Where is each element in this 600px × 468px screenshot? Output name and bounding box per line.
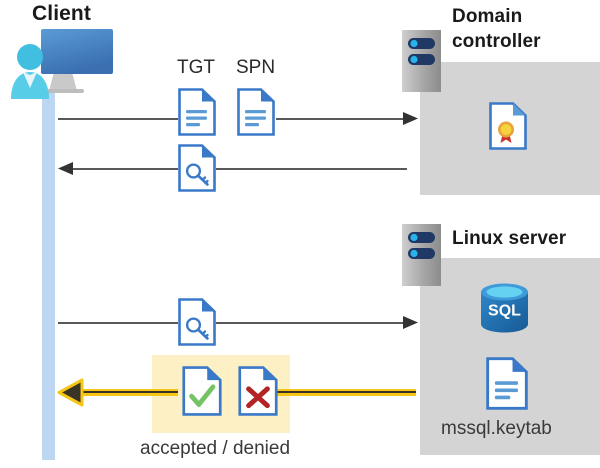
document-check-icon-accepted — [182, 366, 222, 416]
document-key-icon-service-ticket — [178, 298, 216, 346]
document-icon-tgt — [178, 88, 216, 136]
page-title-client: Client — [32, 2, 91, 25]
document-key-icon-ticket — [178, 144, 216, 192]
flow-4-line-right — [276, 389, 416, 396]
label-mssql-keytab: mssql.keytab — [441, 418, 552, 439]
flow-2-line-right — [216, 168, 407, 170]
client-lifeline — [42, 90, 55, 460]
flow-3-line-right — [216, 322, 407, 324]
server-rack-icon-domain-controller — [402, 30, 441, 92]
flow-3-line-left — [58, 322, 178, 324]
page-title-domain-controller: Domain controller — [452, 4, 541, 54]
label-tgt: TGT — [177, 57, 215, 78]
flow-1-line-right — [276, 118, 407, 120]
domain-controller-title-line1: Domain — [452, 6, 523, 27]
document-icon-keytab — [486, 357, 528, 410]
flow-2-line-left — [70, 168, 178, 170]
caption-accepted-denied: accepted / denied — [140, 438, 291, 459]
user-workstation-icon — [4, 27, 116, 99]
label-spn: SPN — [236, 57, 276, 78]
flow-1-line-left — [58, 118, 178, 120]
document-icon-spn — [237, 88, 275, 136]
flow-4-line-left — [74, 389, 178, 396]
flow-3-arrowhead-right — [403, 315, 419, 330]
certificate-document-icon — [489, 102, 527, 150]
page-title-linux-server: Linux server — [452, 228, 567, 249]
svg-text:SQL: SQL — [488, 303, 521, 320]
document-cross-icon-denied — [238, 366, 278, 416]
flow-1-arrowhead-right — [403, 111, 419, 126]
server-rack-icon-linux-server — [402, 224, 441, 286]
sql-database-icon: SQL — [478, 283, 531, 333]
flow-4-arrowhead-left — [57, 378, 84, 407]
flow-2-arrowhead-left — [57, 161, 73, 176]
domain-controller-title-line2: controller — [452, 31, 541, 52]
